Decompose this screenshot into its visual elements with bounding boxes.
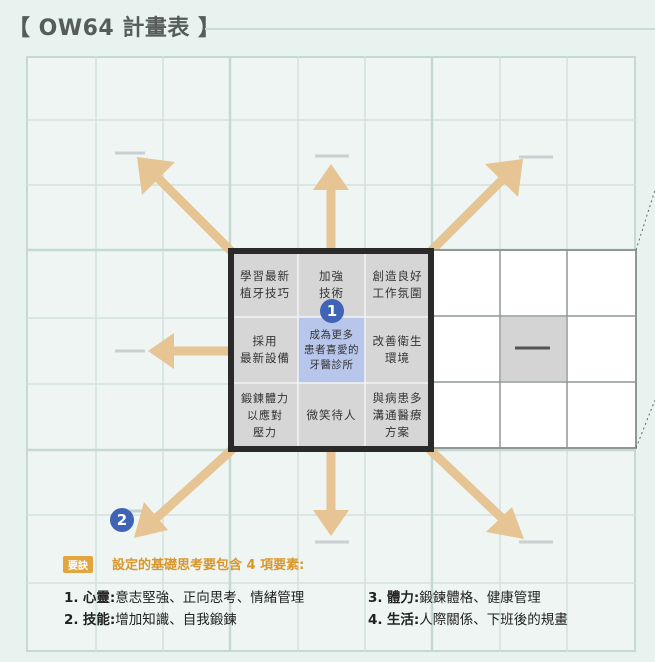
arrows xyxy=(148,172,510,526)
point-1-sep: : xyxy=(109,590,116,606)
cell-center-goal: 成為更多 患者喜愛的 牙醫診所 xyxy=(304,328,359,371)
arrow-down-left xyxy=(148,442,240,526)
point-1: 1. 心靈:意志堅強、正向思考、情緒管理 xyxy=(64,586,304,606)
point-3-num: 3. xyxy=(368,590,383,606)
cell-bottom-center: 微笑待人 xyxy=(306,408,357,422)
block-center-marks xyxy=(115,151,553,544)
arrowheads xyxy=(134,157,524,539)
title-rule xyxy=(205,28,655,30)
cell-middle-right: 改善衛生 環境 xyxy=(372,334,423,365)
cell-top-left: 學習最新 植牙技巧 xyxy=(240,268,290,300)
point-1-num: 1. xyxy=(64,590,79,606)
arrow-down-right xyxy=(422,442,510,526)
right-block xyxy=(432,189,655,449)
cell-bottom-right: 與病患多 溝通醫療 方案 xyxy=(372,391,423,439)
cell-middle-left: 採用 最新設備 xyxy=(240,334,290,365)
tip-tag: 要訣 xyxy=(63,556,93,573)
point-4-sep: : xyxy=(413,612,420,628)
point-3-desc: 鍛鍊體格、健康管理 xyxy=(419,590,541,606)
arrow-up-left xyxy=(152,172,240,260)
point-1-key: 心靈 xyxy=(82,590,110,606)
point-4-num: 4. xyxy=(368,612,383,628)
tip-heading: 設定的基礎思考要包含 4 項要素: xyxy=(112,558,305,573)
point-3-key: 體力 xyxy=(386,590,414,606)
point-1-desc: 意志堅強、正向思考、情緒管理 xyxy=(115,590,305,606)
point-2: 2. 技能:增加知識、自我鍛鍊 xyxy=(64,608,237,628)
badge-center-number: 1 xyxy=(320,299,344,323)
cell-bottom-left: 鍛鍊體力 以應對 壓力 xyxy=(241,392,289,439)
diagram-title: 【 OW64 計畫表 】 xyxy=(8,16,221,41)
point-4-desc: 人際關係、下班後的規畫 xyxy=(419,612,568,628)
point-2-sep: : xyxy=(109,612,116,628)
cell-top-center: 加強 技術 xyxy=(319,268,344,300)
cell-top-right: 創造良好 工作氛圍 xyxy=(372,268,423,300)
point-3-sep: : xyxy=(413,590,420,606)
point-3: 3. 體力:鍛鍊體格、健康管理 xyxy=(368,586,541,606)
point-2-desc: 增加知識、自我鍛鍊 xyxy=(115,612,237,628)
point-4: 4. 生活:人際關係、下班後的規畫 xyxy=(368,608,568,628)
point-2-key: 技能 xyxy=(82,612,110,628)
center-block xyxy=(228,248,434,452)
badge-corner-number: 2 xyxy=(110,508,134,532)
point-4-key: 生活 xyxy=(386,612,414,628)
arrow-up-right xyxy=(422,174,508,260)
point-2-num: 2. xyxy=(64,612,79,628)
